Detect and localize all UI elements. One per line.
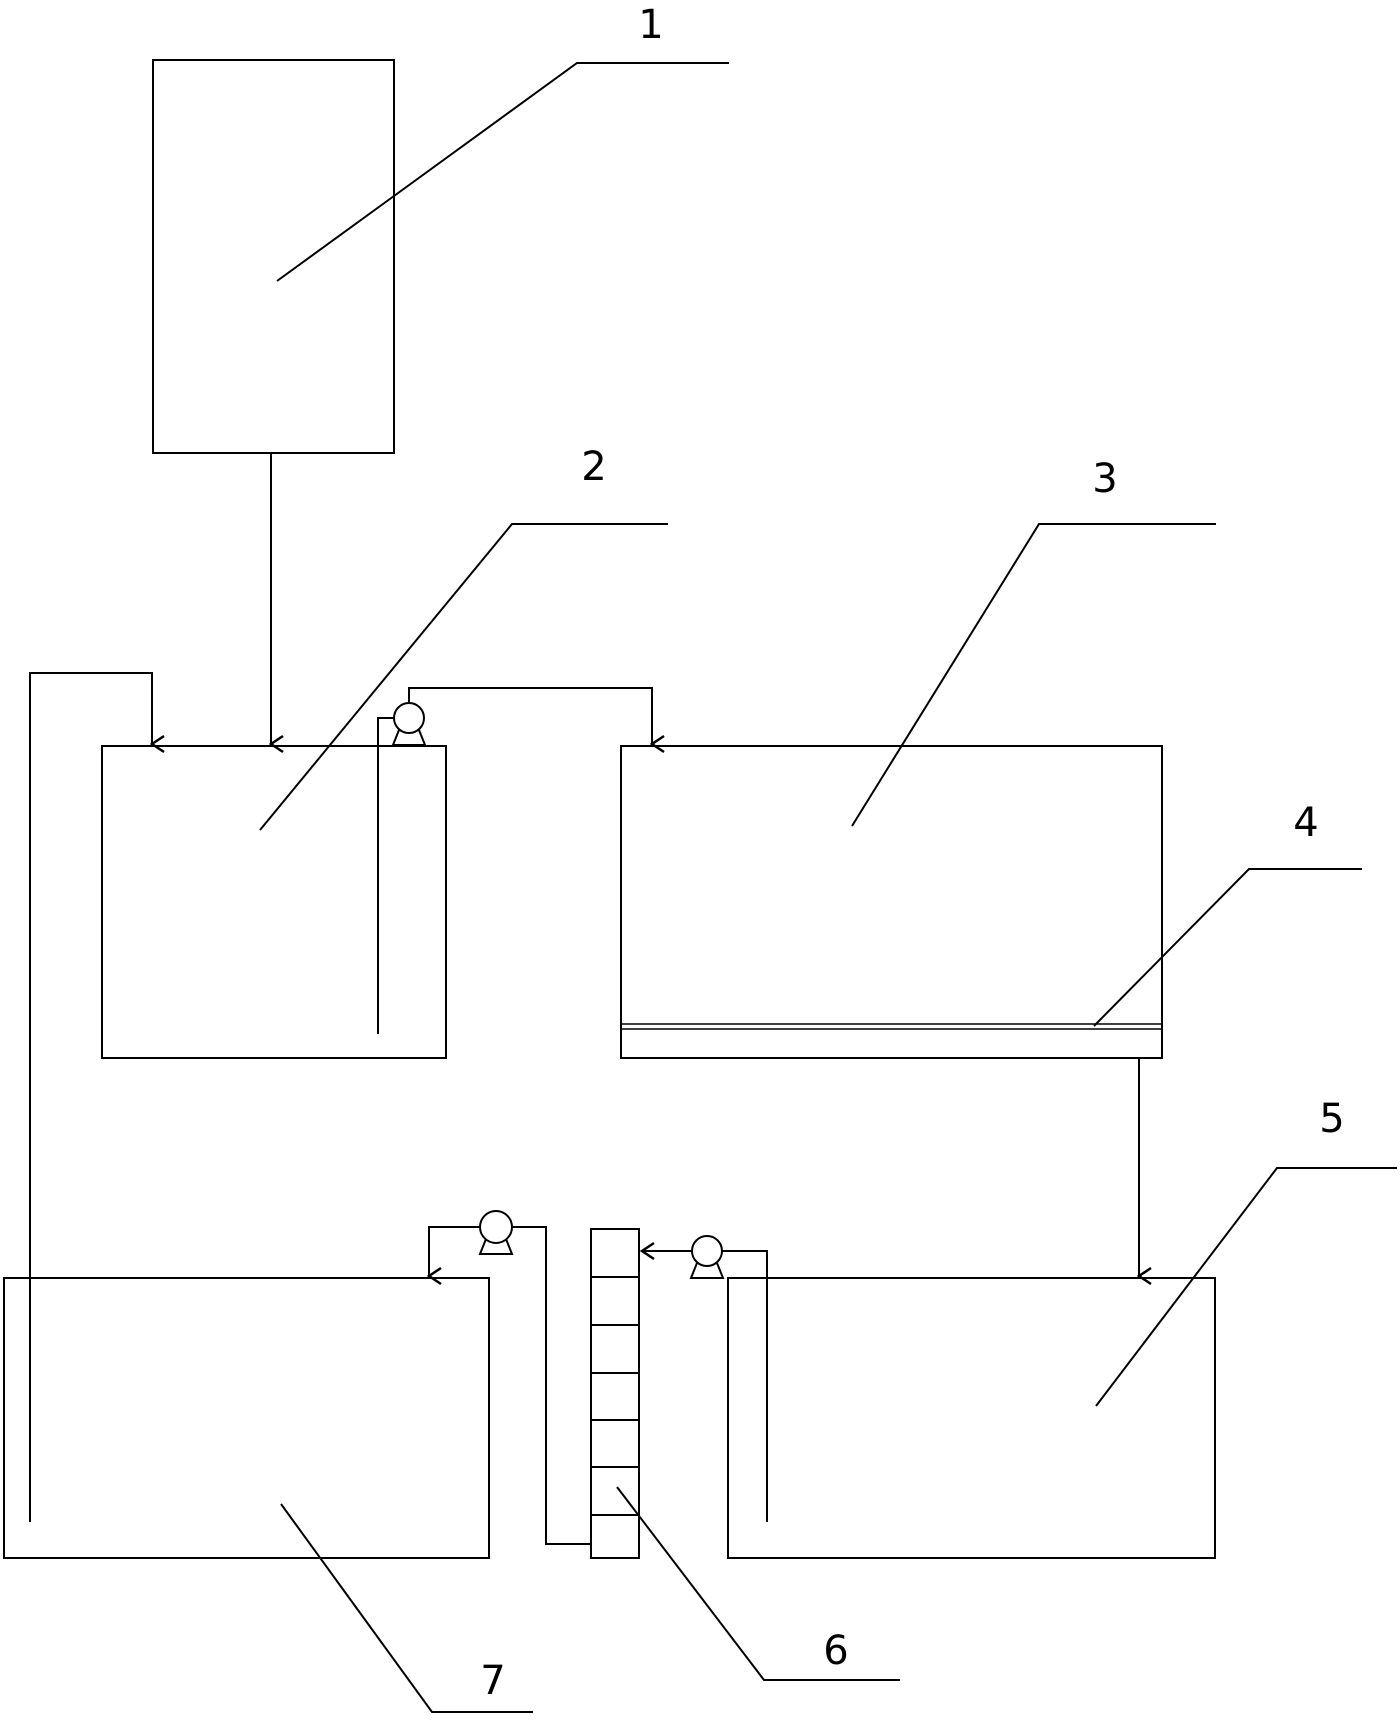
leader-3	[851, 523, 1216, 827]
label-4: 4	[1293, 800, 1318, 846]
tank-3	[620, 745, 1163, 1059]
leader-7	[280, 1503, 533, 1713]
label-3: 3	[1092, 456, 1117, 502]
label-6: 6	[823, 1628, 848, 1674]
tank-1	[152, 59, 395, 454]
leader-1	[276, 62, 729, 282]
leader-5	[1095, 1167, 1397, 1407]
label-2: 2	[581, 444, 606, 490]
label-5: 5	[1319, 1096, 1344, 1142]
pipe-6-to-7-top	[426, 1226, 480, 1286]
leader-2	[259, 523, 668, 831]
leader-4	[1093, 868, 1362, 1027]
pipe-6-to-7	[512, 1226, 591, 1545]
pump-c	[478, 1210, 514, 1255]
pipe-2-to-3	[377, 717, 397, 1034]
pump-a	[391, 702, 427, 746]
label-1: 1	[638, 2, 663, 48]
tank-2	[101, 745, 447, 1059]
column-6	[590, 1228, 640, 1559]
pipe-2-to-3-top	[408, 687, 665, 754]
label-7: 7	[480, 1658, 505, 1704]
pipe-5-to-6	[722, 1250, 768, 1522]
leader-6	[616, 1486, 900, 1681]
pipe-7-to-2	[29, 672, 165, 1522]
tank-5	[727, 1277, 1216, 1559]
tank-7	[3, 1277, 490, 1559]
pump-b	[689, 1235, 725, 1279]
